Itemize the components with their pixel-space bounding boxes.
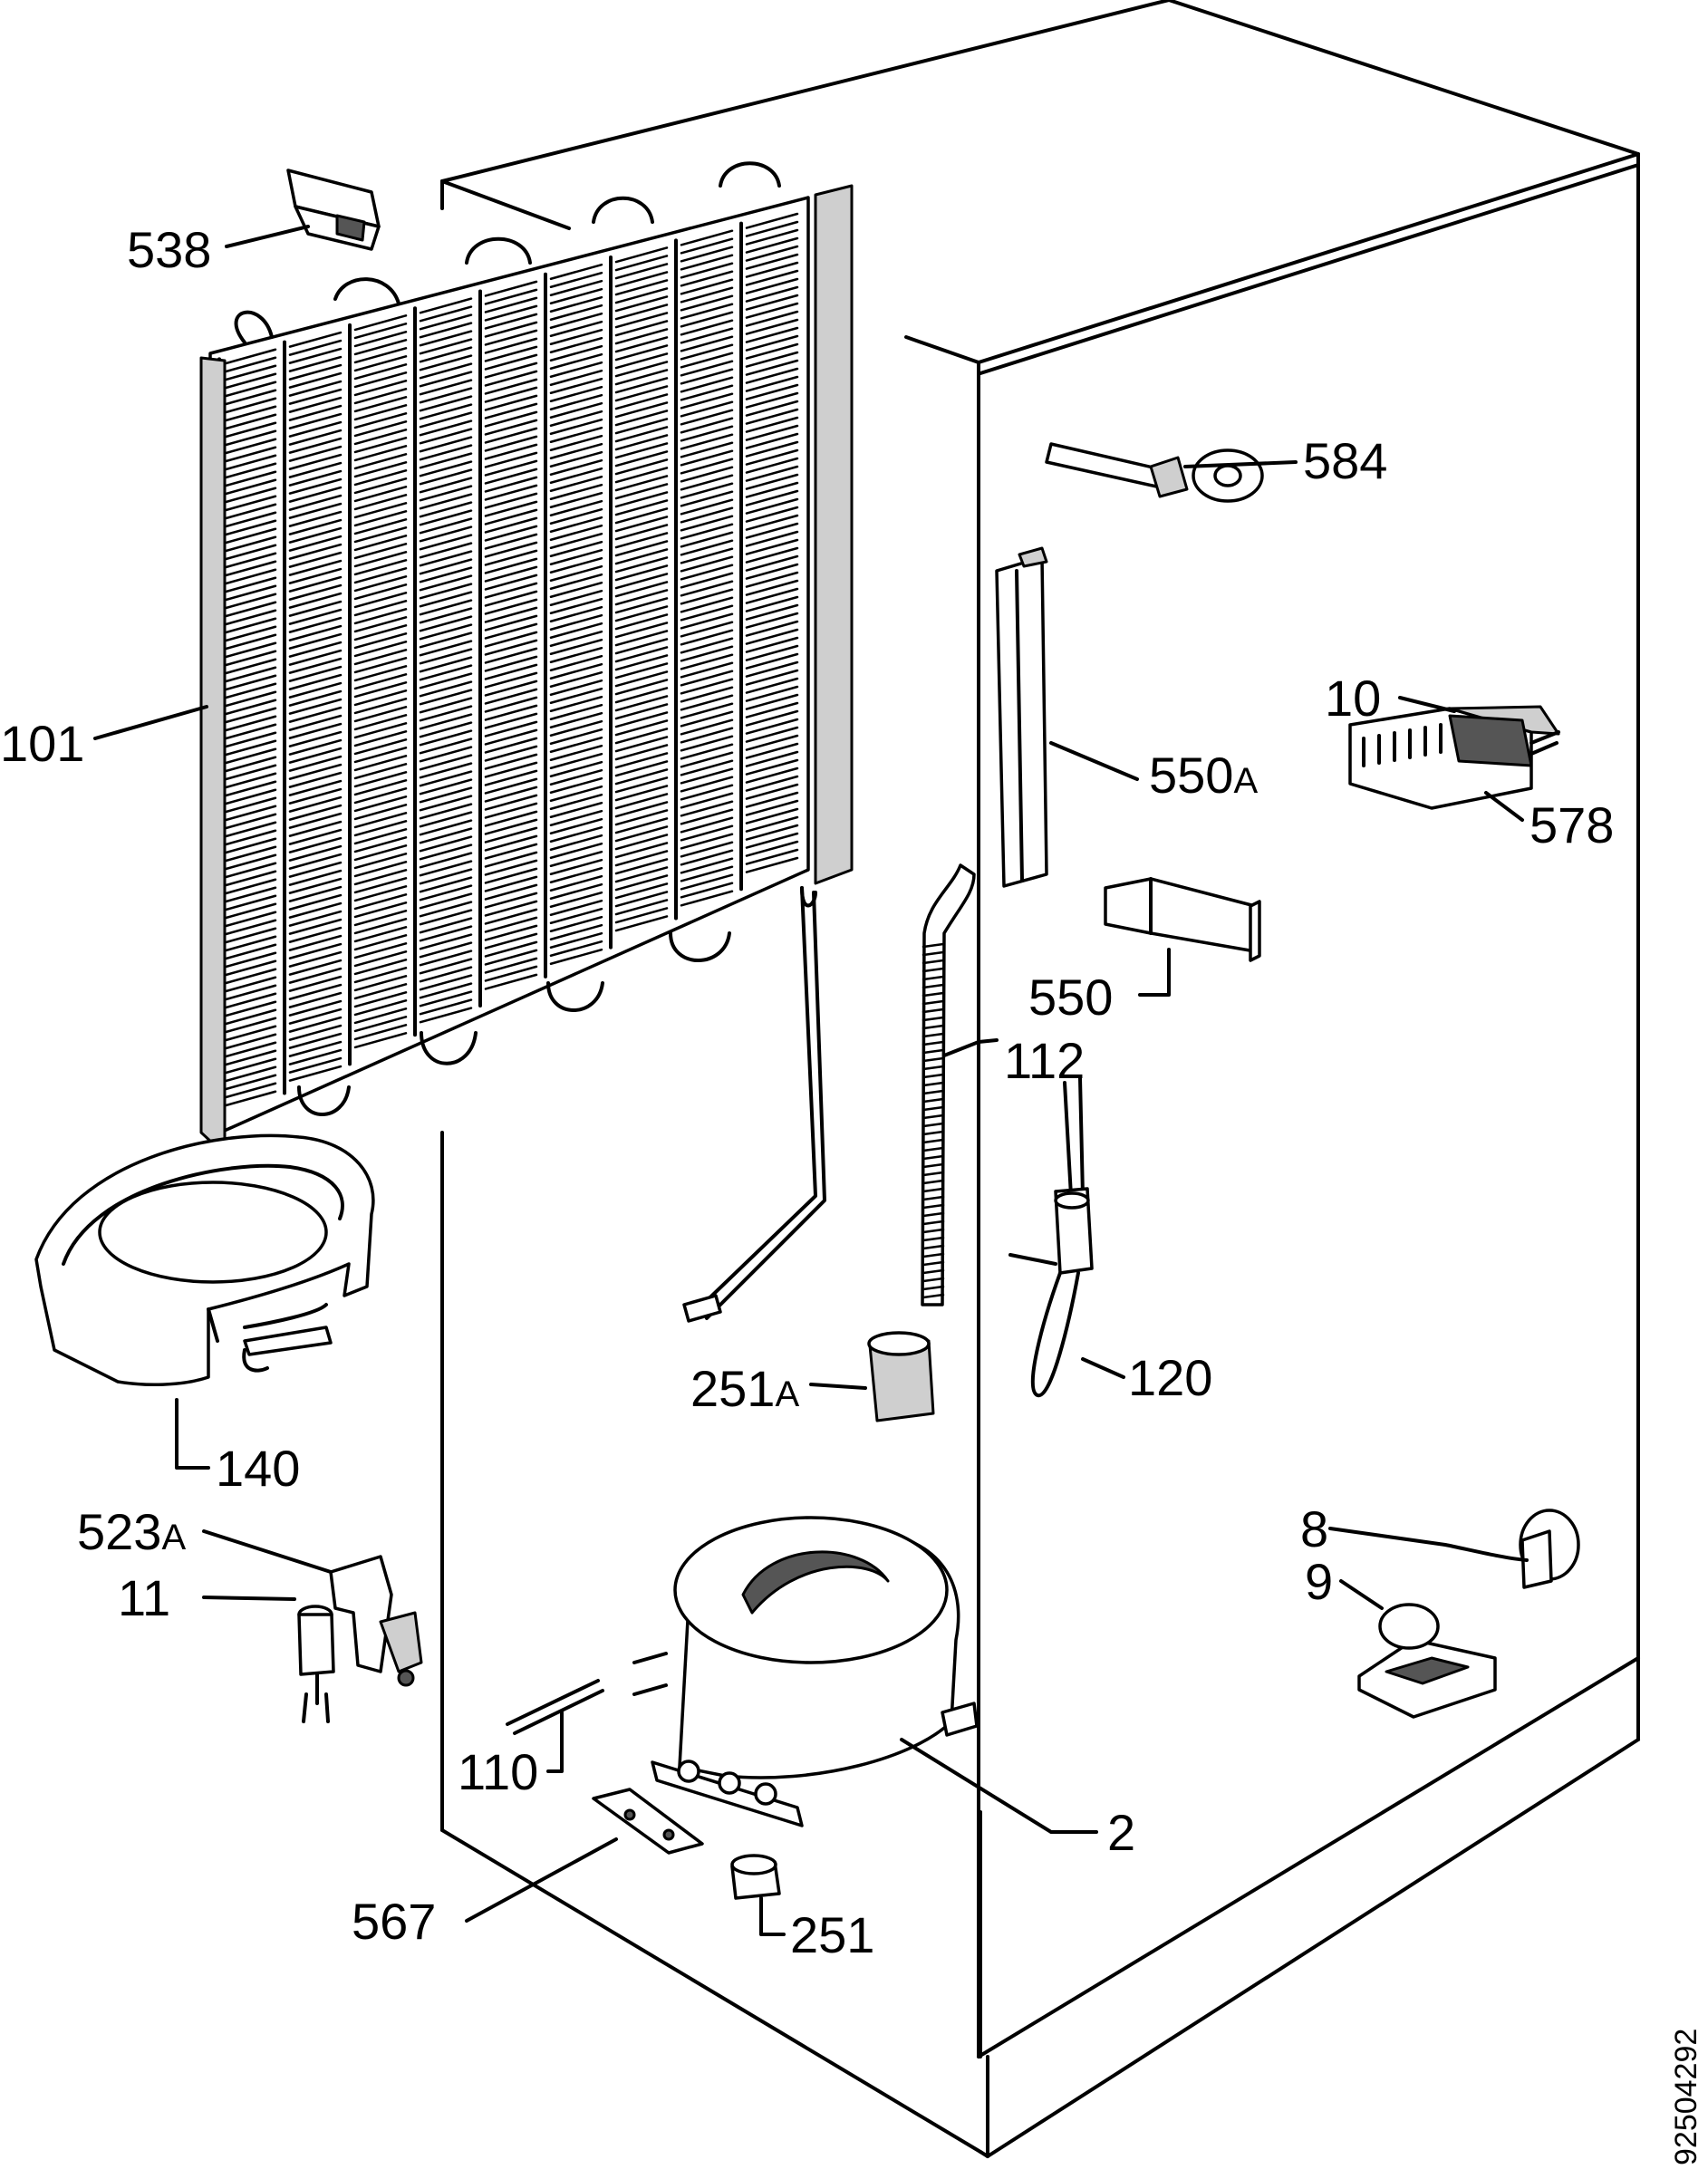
part-550a-strip [995,546,1048,888]
callout-2: 2 [1107,1804,1135,1861]
callout-8: 8 [1300,1500,1328,1557]
callout-584: 584 [1303,432,1387,489]
part-523a-bracket [329,1555,423,1687]
part-538-connector [286,169,381,251]
callout-578: 578 [1529,796,1614,853]
part-10-578-relay [1348,705,1560,810]
part-110-pipe [506,1679,604,1735]
callout-567: 567 [352,1893,436,1950]
part-8-lamp-holder [1443,1509,1580,1589]
callout-120: 120 [1128,1349,1212,1406]
part-251-grommet [730,1854,781,1900]
part-11-component [297,1605,335,1723]
part-112-drain-tube [921,863,976,1306]
callout-101: 101 [0,715,84,772]
callout-251a: 251A [690,1360,799,1417]
callout-523a: 523A [77,1503,186,1560]
part-2-compressor [632,1516,979,1827]
part-9-lamp-base [1357,1603,1497,1719]
leader-lines [93,225,1524,1936]
part-550-bracket [1104,877,1261,962]
callout-251: 251 [790,1906,874,1963]
tube-rings [922,942,945,1299]
drawing-reference-number: 92504292 [1669,2029,1703,2165]
condenser-tube [682,886,826,1323]
callout-550a: 550A [1149,747,1258,804]
condenser-part-101 [199,161,854,1145]
callout-9: 9 [1305,1553,1333,1610]
part-140-drip-tray [34,1133,375,1386]
callout-110: 110 [458,1743,538,1800]
callout-11: 11 [118,1569,170,1626]
part-584-key [1045,442,1264,503]
callout-550: 550 [1028,969,1113,1026]
callout-140: 140 [216,1440,300,1497]
callout-538: 538 [127,221,211,278]
part-567-plate [592,1788,704,1855]
callout-labels: 538 584 101 10 550A 578 550 112 251A 120… [0,221,1614,1963]
part-251a-grommet [867,1331,935,1422]
relay-slots [1362,723,1443,767]
condenser-fins [217,212,799,1124]
cabinet-body [440,0,1640,2158]
part-120-sensor [1008,1076,1094,1398]
callout-112: 112 [1004,1032,1085,1089]
callout-10: 10 [1325,670,1381,727]
